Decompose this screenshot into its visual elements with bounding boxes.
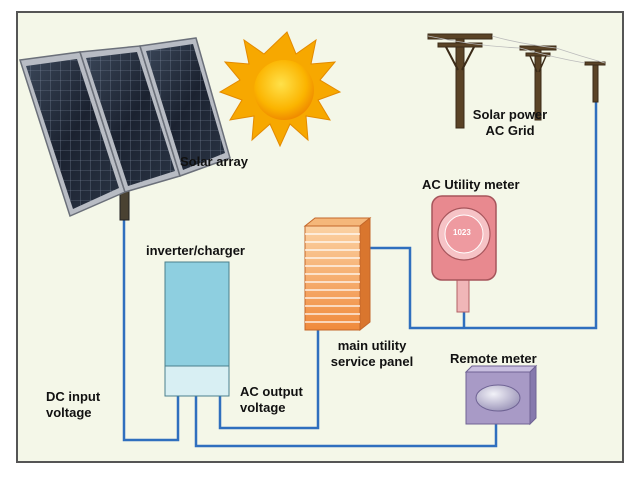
dc-input-label-line2: voltage bbox=[46, 405, 92, 420]
ac-grid-label-line2: AC Grid bbox=[485, 123, 535, 138]
utility-pole-1 bbox=[427, 33, 493, 129]
panel-to-meter-wire bbox=[366, 100, 598, 330]
service-panel-label-line1: main utility bbox=[337, 338, 407, 353]
utility-meter-label: AC Utility meter bbox=[422, 177, 520, 192]
remote-meter-label: Remote meter bbox=[450, 351, 537, 366]
panel-slats bbox=[305, 233, 360, 323]
meter-reading: 1023 bbox=[453, 228, 471, 237]
service-panel-label-line2: service panel bbox=[330, 354, 414, 369]
inverter-charger bbox=[164, 261, 230, 397]
power-wires bbox=[427, 35, 606, 64]
ac-output-label: AC output voltage bbox=[240, 384, 303, 416]
ac-output-wire bbox=[218, 330, 320, 430]
solar-panel-3 bbox=[139, 37, 231, 177]
utility-meter bbox=[431, 195, 497, 313]
dc-input-label: DC input voltage bbox=[46, 389, 100, 421]
power-line bbox=[427, 33, 606, 129]
ac-grid-label: Solar power AC Grid bbox=[460, 107, 560, 139]
wiring bbox=[122, 100, 598, 448]
remote-meter-wire bbox=[194, 396, 498, 448]
service-panel-label: main utility service panel bbox=[320, 338, 424, 370]
utility-pole-3 bbox=[584, 61, 606, 103]
dc-input-label-line1: DC input bbox=[46, 389, 101, 404]
sun-icon bbox=[218, 31, 342, 148]
ac-output-label-line1: AC output bbox=[240, 384, 303, 399]
service-panel bbox=[303, 216, 372, 332]
remote-meter bbox=[464, 364, 538, 426]
ac-output-label-line2: voltage bbox=[240, 400, 286, 415]
solar-array-label: Solar array bbox=[180, 154, 248, 169]
dc-input-wire bbox=[122, 218, 180, 442]
solar-array bbox=[19, 37, 231, 221]
inverter-label: inverter/charger bbox=[146, 243, 245, 258]
ac-grid-label-line1: Solar power bbox=[472, 107, 548, 122]
